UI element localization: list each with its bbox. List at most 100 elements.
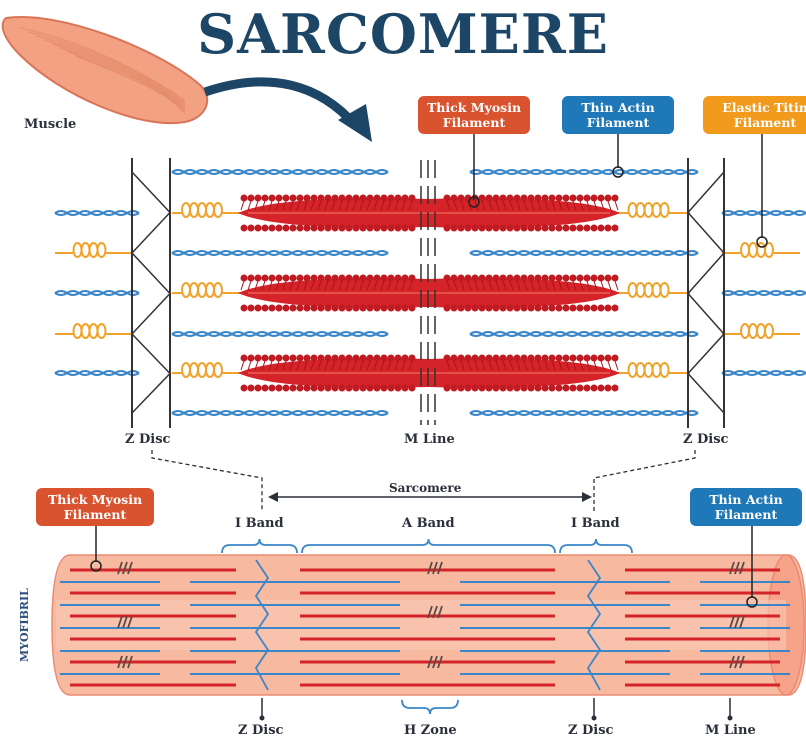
- titin-filament-right: [615, 362, 690, 378]
- m-line-hatch: [729, 615, 735, 629]
- callout-ring-thin-bottom: [746, 596, 758, 608]
- muscle-label: Muscle: [24, 117, 77, 132]
- m-line-hatch: [437, 605, 443, 619]
- z-disc-strut: [687, 293, 725, 335]
- actin-filament-left: [171, 250, 389, 256]
- a-band-brace: [301, 538, 556, 554]
- m-line-hatch: [427, 655, 433, 669]
- muscle-fiber: [35, 35, 186, 105]
- z-disc-strut: [131, 372, 171, 414]
- m-line-hatch: [122, 561, 128, 575]
- m-line-hatch: [117, 561, 123, 575]
- actin-filament-left: [171, 169, 389, 175]
- z-disc-strut: [687, 212, 725, 254]
- m-line-hatch: [432, 561, 438, 575]
- muscle-graphic: [1, 16, 372, 142]
- muscle-fiber: [51, 43, 186, 109]
- actin-filament-right: [469, 331, 699, 337]
- z-disc-strut: [131, 252, 171, 295]
- titin-filament-right: [615, 202, 690, 218]
- z-disc-connector-right: [593, 450, 696, 512]
- m-line-hatch: [437, 655, 443, 669]
- callout-ring-titin-top: [756, 236, 768, 248]
- actin-stub-left: [54, 370, 140, 376]
- muscle-fiber: [43, 39, 186, 107]
- titin-stub-left: [55, 242, 132, 258]
- h-zone-label: H Zone: [404, 723, 457, 738]
- actin-stub-right: [721, 370, 806, 376]
- m-line-hatch: [729, 561, 735, 575]
- muscle-icon: [1, 16, 209, 125]
- thick-myosin-tag-bottom: Thick Myosin Filament: [36, 488, 154, 526]
- pointer-arrow-shaft: [203, 77, 359, 128]
- m-line-hatch: [122, 655, 128, 669]
- label-pointer-dot: [727, 715, 733, 721]
- i-band-brace-right: [559, 538, 633, 554]
- thick-myosin-tag-top: Thick Myosin Filament: [418, 96, 530, 134]
- actin-filament-right: [469, 410, 699, 416]
- actin-stub-right: [721, 210, 806, 216]
- muscle-fiber: [59, 47, 186, 111]
- m-line-hatch: [739, 615, 745, 629]
- actin-filament-left: [171, 410, 389, 416]
- sarcomere-arrow-left: [268, 492, 278, 502]
- myosin-filament: [238, 274, 620, 312]
- myofibril-highlight: [56, 600, 786, 650]
- titin-tag-top: Elastic Titin Filament: [703, 96, 806, 134]
- i-band-label-left: I Band: [235, 516, 284, 531]
- z-disc-strut: [687, 252, 725, 294]
- callout-ring-thin-top: [612, 166, 624, 178]
- muscle-fiber: [75, 55, 186, 115]
- label-pointer-dot: [591, 715, 597, 721]
- myofibril-cylinder: [51, 554, 806, 696]
- m-line-hatch: [117, 615, 123, 629]
- z-disc-strut: [131, 292, 171, 335]
- titin-stub-right: [722, 323, 800, 339]
- muscle-fiber: [27, 31, 186, 103]
- titin-filament-left: [172, 362, 240, 378]
- z-disc-strut: [687, 333, 725, 375]
- m-line-hatch: [739, 655, 745, 669]
- m-line-hatch: [734, 561, 740, 575]
- z-disc-strut: [131, 333, 171, 375]
- titin-stub-left: [55, 323, 132, 339]
- callout-ring-thick-top: [468, 196, 480, 208]
- z-disc-label-bottom-right: Z Disc: [568, 723, 614, 738]
- z-disc-connector-left: [151, 450, 263, 512]
- actin-stub-right: [721, 290, 806, 296]
- actin-filament-right: [469, 169, 699, 175]
- z-disc-strut: [131, 171, 171, 214]
- m-line-hatch: [117, 655, 123, 669]
- thin-actin-tag-bottom: Thin Actin Filament: [690, 488, 802, 526]
- m-line-hatch: [127, 655, 133, 669]
- i-band-brace-left: [221, 538, 298, 554]
- m-line-hatch: [127, 561, 133, 575]
- z-disc-strut: [131, 211, 171, 254]
- m-line-hatch: [729, 655, 735, 669]
- z-disc-label-left: Z Disc: [125, 432, 171, 447]
- m-line-hatch: [432, 605, 438, 619]
- titin-stub-right: [722, 242, 800, 258]
- a-band-label: A Band: [402, 516, 455, 531]
- m-line-label: M Line: [404, 432, 455, 447]
- z-disc-right-top: [687, 158, 725, 428]
- z-disc-left-top: [131, 158, 171, 428]
- i-band-label-right: I Band: [571, 516, 620, 531]
- m-line-hatch: [437, 561, 443, 575]
- m-line-label-bottom: M Line: [705, 723, 756, 738]
- h-zone-brace: [401, 699, 459, 715]
- m-line-hatch: [427, 561, 433, 575]
- m-line-hatch: [734, 615, 740, 629]
- z-disc-label-right: Z Disc: [683, 432, 729, 447]
- z-disc-strut: [687, 171, 725, 213]
- titin-filament-left: [172, 282, 240, 298]
- thin-actin-tag-top: Thin Actin Filament: [562, 96, 674, 134]
- m-line-top: [420, 160, 436, 425]
- m-line-hatch: [122, 615, 128, 629]
- z-disc-label-bottom-left: Z Disc: [238, 723, 284, 738]
- sarcomere-label: Sarcomere: [389, 481, 462, 495]
- z-disc-strut: [687, 372, 725, 414]
- actin-filament-right: [469, 250, 699, 256]
